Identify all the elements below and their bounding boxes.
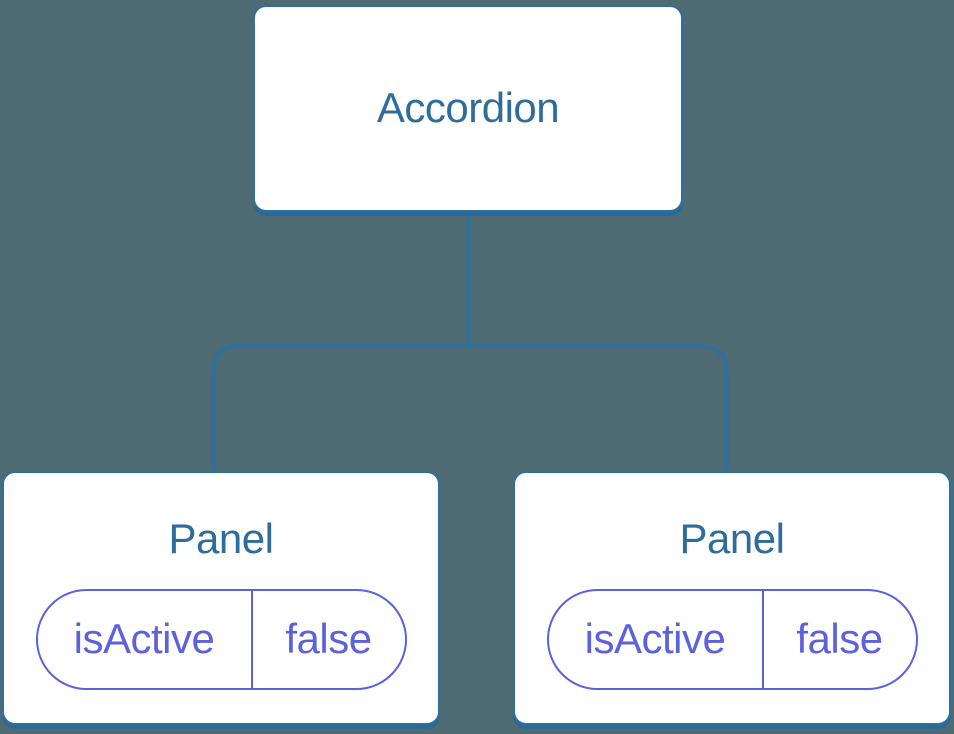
accordion-node-label: Accordion bbox=[376, 84, 560, 132]
branch-bracket-line bbox=[211, 344, 729, 472]
state-value-label: false bbox=[285, 615, 372, 662]
panel-node-right: Panel isActive false bbox=[513, 471, 951, 725]
state-key-label: isActive bbox=[549, 590, 764, 688]
panel-left-label: Panel bbox=[168, 515, 274, 562]
accordion-node: Accordion bbox=[253, 5, 683, 212]
panel-right-state-pill: isActive false bbox=[546, 588, 918, 690]
state-key-label: isActive bbox=[38, 590, 253, 688]
panel-right-label: Panel bbox=[679, 515, 785, 562]
panel-left-state-pill: isActive false bbox=[35, 588, 407, 690]
state-value-label: false bbox=[796, 615, 883, 662]
panel-node-left: Panel isActive false bbox=[2, 471, 440, 725]
